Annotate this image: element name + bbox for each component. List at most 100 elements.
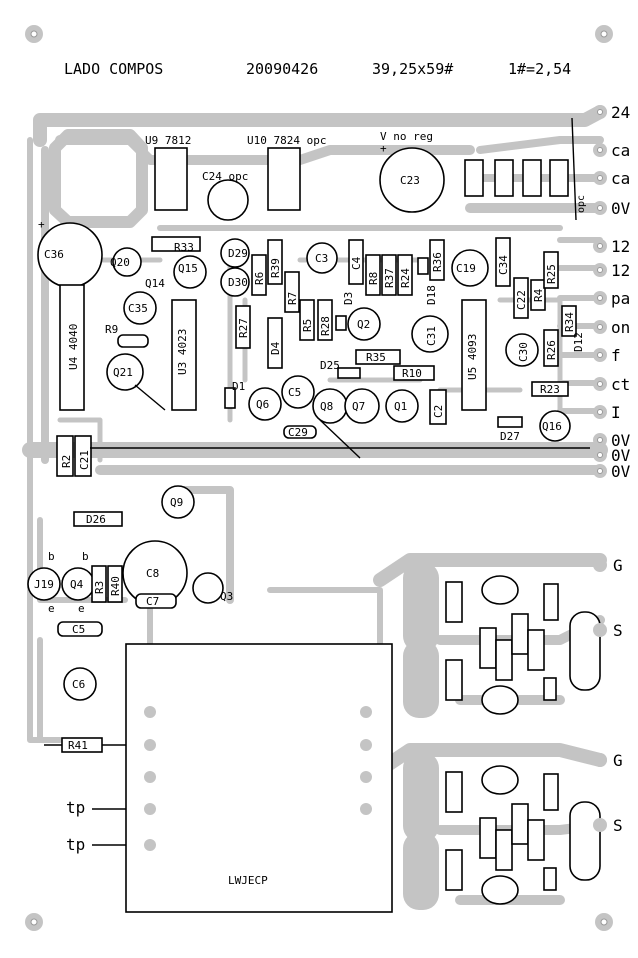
diode-d bbox=[549, 159, 569, 197]
r8-resistor bbox=[365, 254, 381, 296]
driver-block-upper bbox=[445, 575, 601, 715]
d18-diode bbox=[417, 257, 429, 275]
c7-capacitor bbox=[135, 593, 177, 609]
terminal-label: G bbox=[613, 556, 623, 575]
c4-capacitor bbox=[348, 239, 364, 285]
c35-capacitor bbox=[123, 291, 157, 325]
c6-capacitor bbox=[63, 667, 97, 701]
terminal-label: S bbox=[613, 621, 623, 640]
q19-label: J19 bbox=[34, 578, 54, 591]
r37-label: R37 bbox=[383, 268, 396, 288]
r23-resistor bbox=[531, 381, 569, 397]
emitter-mark: e bbox=[48, 602, 55, 615]
diode-a bbox=[464, 159, 484, 197]
c29-capacitor bbox=[283, 425, 317, 439]
terminal-hole bbox=[597, 243, 603, 249]
jumper-line bbox=[571, 117, 577, 221]
r27-label: R27 bbox=[237, 318, 250, 338]
d27-diode bbox=[497, 416, 523, 428]
r3-label: R3 bbox=[93, 581, 106, 594]
q4-label: Q4 bbox=[70, 578, 84, 591]
c23-capacitor bbox=[379, 147, 445, 213]
terminal-label: ca bbox=[611, 141, 630, 160]
c2-label: C2 bbox=[432, 405, 445, 418]
r40-label: R40 bbox=[109, 576, 122, 596]
r6-label: R6 bbox=[253, 272, 266, 285]
terminal-hole bbox=[597, 295, 603, 301]
lead-line bbox=[319, 419, 361, 459]
u5-ic bbox=[461, 299, 487, 411]
c23-label: C23 bbox=[400, 174, 420, 187]
terminal-label: I bbox=[611, 403, 621, 422]
terminal-hole bbox=[597, 267, 603, 273]
c34-label: C34 bbox=[497, 255, 510, 275]
c31-label: C31 bbox=[425, 326, 438, 346]
q6-label: Q6 bbox=[256, 398, 269, 411]
base-mark: b bbox=[48, 550, 55, 563]
terminal-label: 24 bbox=[611, 103, 630, 122]
d26-label: D26 bbox=[86, 513, 106, 526]
r34-resistor bbox=[561, 305, 577, 337]
c36-label: C36 bbox=[44, 248, 64, 261]
terminal-label: 0V bbox=[611, 431, 631, 450]
terminal-label: 0V bbox=[611, 199, 631, 218]
u9-label: U9 7812 bbox=[145, 134, 191, 147]
plus-mark: + bbox=[38, 218, 45, 231]
r24-label: R24 bbox=[399, 268, 412, 288]
c30-capacitor bbox=[505, 333, 539, 367]
mounting-holes bbox=[25, 25, 613, 931]
r2-label: R2 bbox=[60, 455, 73, 468]
u3-ic bbox=[171, 299, 197, 411]
u10-regulator bbox=[267, 147, 301, 211]
terminal-hole bbox=[597, 175, 603, 181]
module-pins bbox=[144, 706, 372, 851]
q1-label: Q1 bbox=[394, 400, 407, 413]
d29-diode bbox=[220, 238, 250, 268]
c30-label: C30 bbox=[517, 342, 530, 362]
terminal-label: f bbox=[611, 346, 621, 365]
c3-label: C3 bbox=[315, 252, 328, 265]
terminal-hole bbox=[597, 381, 603, 387]
q15-transistor bbox=[173, 255, 207, 289]
r10-label: R10 bbox=[402, 367, 422, 380]
q2-transistor bbox=[347, 307, 381, 341]
r39-label: R39 bbox=[269, 258, 282, 278]
q2-label: Q2 bbox=[357, 318, 370, 331]
c5-capacitor bbox=[281, 375, 315, 409]
r9-label: R9 bbox=[105, 323, 118, 336]
terminal-label: ct bbox=[611, 375, 630, 394]
d3-diode bbox=[335, 315, 347, 331]
c22-label: C22 bbox=[515, 290, 528, 310]
q9-transistor bbox=[161, 485, 195, 519]
d25-diode bbox=[337, 367, 361, 379]
c35-label: C35 bbox=[128, 302, 148, 315]
c5b-label: C5 bbox=[72, 623, 85, 636]
r36-label: R36 bbox=[431, 252, 444, 272]
c19-label: C19 bbox=[456, 262, 476, 275]
terminal-hole bbox=[597, 437, 603, 443]
c24-capacitor bbox=[207, 179, 249, 221]
c4-label: C4 bbox=[350, 256, 363, 270]
d30-diode bbox=[220, 267, 250, 297]
q8-label: Q8 bbox=[320, 400, 333, 413]
r25-resistor bbox=[543, 251, 559, 289]
r5-label: R5 bbox=[301, 319, 314, 332]
vnoreg-note: V no reg bbox=[380, 130, 433, 143]
module-label: LWJECP bbox=[228, 874, 268, 887]
size-label: 39,25x59# bbox=[372, 60, 453, 78]
q9-label: Q9 bbox=[170, 496, 183, 509]
r10-resistor bbox=[393, 365, 435, 381]
c2-capacitor bbox=[429, 389, 447, 425]
d4-diode bbox=[267, 317, 283, 369]
emitter-mark: e bbox=[78, 602, 85, 615]
r40-resistor bbox=[107, 565, 123, 603]
c6-label: C6 bbox=[72, 678, 85, 691]
plus-mark: + bbox=[380, 142, 387, 155]
driver-block-lower bbox=[445, 765, 601, 905]
d26-diode bbox=[73, 511, 123, 527]
q15-label: Q15 bbox=[178, 262, 198, 275]
c7-label: C7 bbox=[146, 595, 159, 608]
c5b-capacitor bbox=[57, 621, 103, 637]
